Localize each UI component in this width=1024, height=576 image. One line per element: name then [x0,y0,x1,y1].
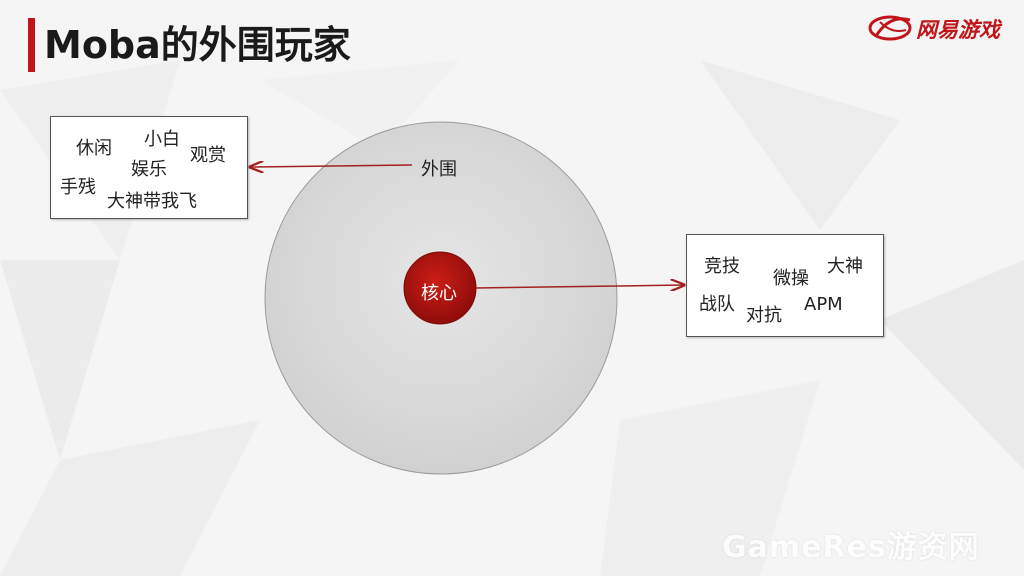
trait-word: 微操 [773,268,809,289]
trait-word: 小白 [144,129,180,150]
netease-logo-icon [868,15,912,41]
logo-text: 网易游戏 [916,18,1000,42]
site-watermark: GameRes游资网 [722,530,980,565]
outer-arrow [250,165,413,167]
outer-player-traits-box: 休闲 小白 观赏 娱乐 手残 大神带我飞 [50,116,248,219]
outer-label: 外围 [421,159,457,180]
core-label: 核心 [421,283,457,304]
trait-word: 战队 [699,294,735,315]
trait-word: 娱乐 [131,159,167,180]
core-player-traits-box: 竞技 微操 大神 战队 对抗 APM [686,234,884,337]
trait-word: 竞技 [704,256,740,277]
trait-word: 观赏 [190,145,226,166]
slide-title: Moba的外围玩家 [44,23,351,67]
title-accent-bar [28,18,35,72]
trait-word: 手残 [60,177,96,198]
core-arrow [475,285,684,288]
trait-word: 大神带我飞 [107,191,197,212]
trait-word: 休闲 [76,138,112,159]
trait-word: APM [804,294,843,315]
trait-word: 大神 [827,256,863,277]
trait-word: 对抗 [746,305,782,326]
